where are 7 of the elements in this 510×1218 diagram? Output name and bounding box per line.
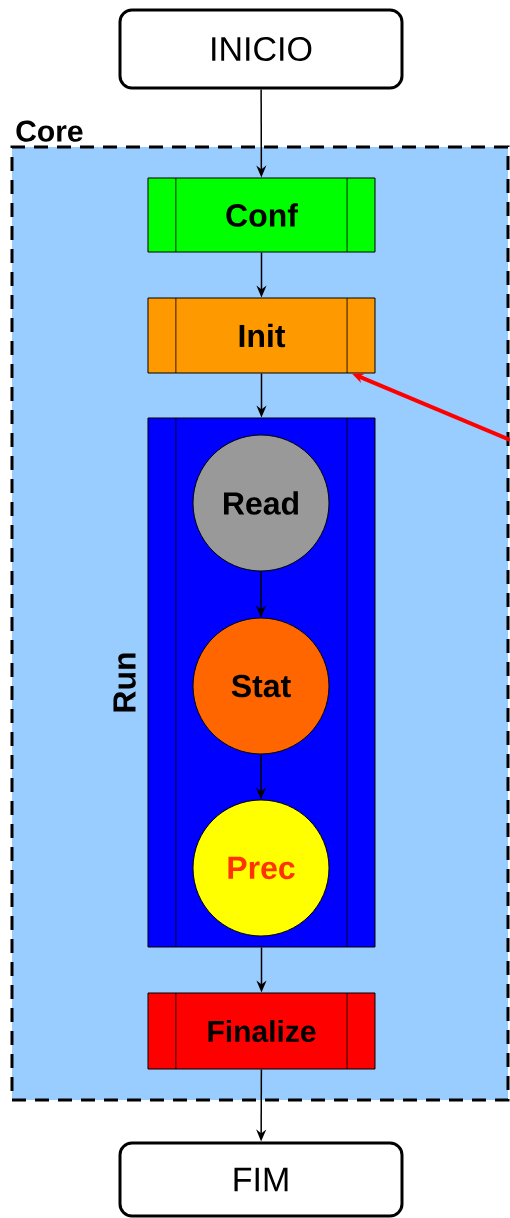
process-box: Init bbox=[147, 297, 376, 374]
group-heading: Run bbox=[113, 653, 136, 712]
process-box: Conf bbox=[147, 177, 376, 253]
process-box: Finalize bbox=[147, 992, 376, 1070]
terminal-box: FIM bbox=[118, 1141, 404, 1218]
terminal-box: INICIO bbox=[118, 8, 404, 90]
group-heading: Core bbox=[16, 120, 83, 142]
